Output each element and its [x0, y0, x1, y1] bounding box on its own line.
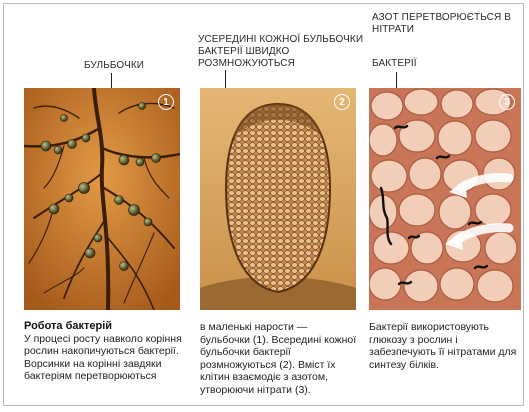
caption-1-text: У процесі росту навколо коріння рослин н… [24, 333, 182, 383]
roots-illustration [24, 88, 180, 310]
panel-nodule-section: 2 [200, 88, 356, 310]
caption-2: в маленькі нарости — бульбочки (1). Всер… [200, 321, 360, 397]
caption-1: Робота бактерій У процесі росту навколо … [24, 320, 184, 383]
label-nodules: БУЛЬБОЧКИ [84, 60, 144, 72]
caption-3-text: Бактерії використовують глюкозу з рослин… [369, 321, 516, 371]
label-nitrogen: АЗОТ ПЕРЕТВОРЮЄТЬСЯ В НІТРАТИ [372, 12, 512, 36]
caption-3: Бактерії використовують глюкозу з рослин… [369, 321, 521, 371]
panel-number-1: 1 [158, 94, 174, 110]
panel-bacteria-cells: 3 [369, 88, 521, 310]
label-inside-nodule: УСЕРЕДИНІ КОЖНОЇ БУЛЬБОЧКИ БАКТЕРІЇ ШВИД… [198, 34, 368, 70]
caption-title: Робота бактерій [24, 320, 184, 333]
panel-roots: 1 [24, 88, 180, 310]
label-bacteria: БАКТЕРІЇ [372, 58, 417, 70]
nodule-illustration [200, 88, 356, 310]
caption-2-text: в маленькі нарости — бульбочки (1). Всер… [200, 321, 356, 396]
panel-number-3: 3 [499, 94, 515, 110]
panel-number-2: 2 [334, 94, 350, 110]
cells-illustration [369, 88, 521, 310]
